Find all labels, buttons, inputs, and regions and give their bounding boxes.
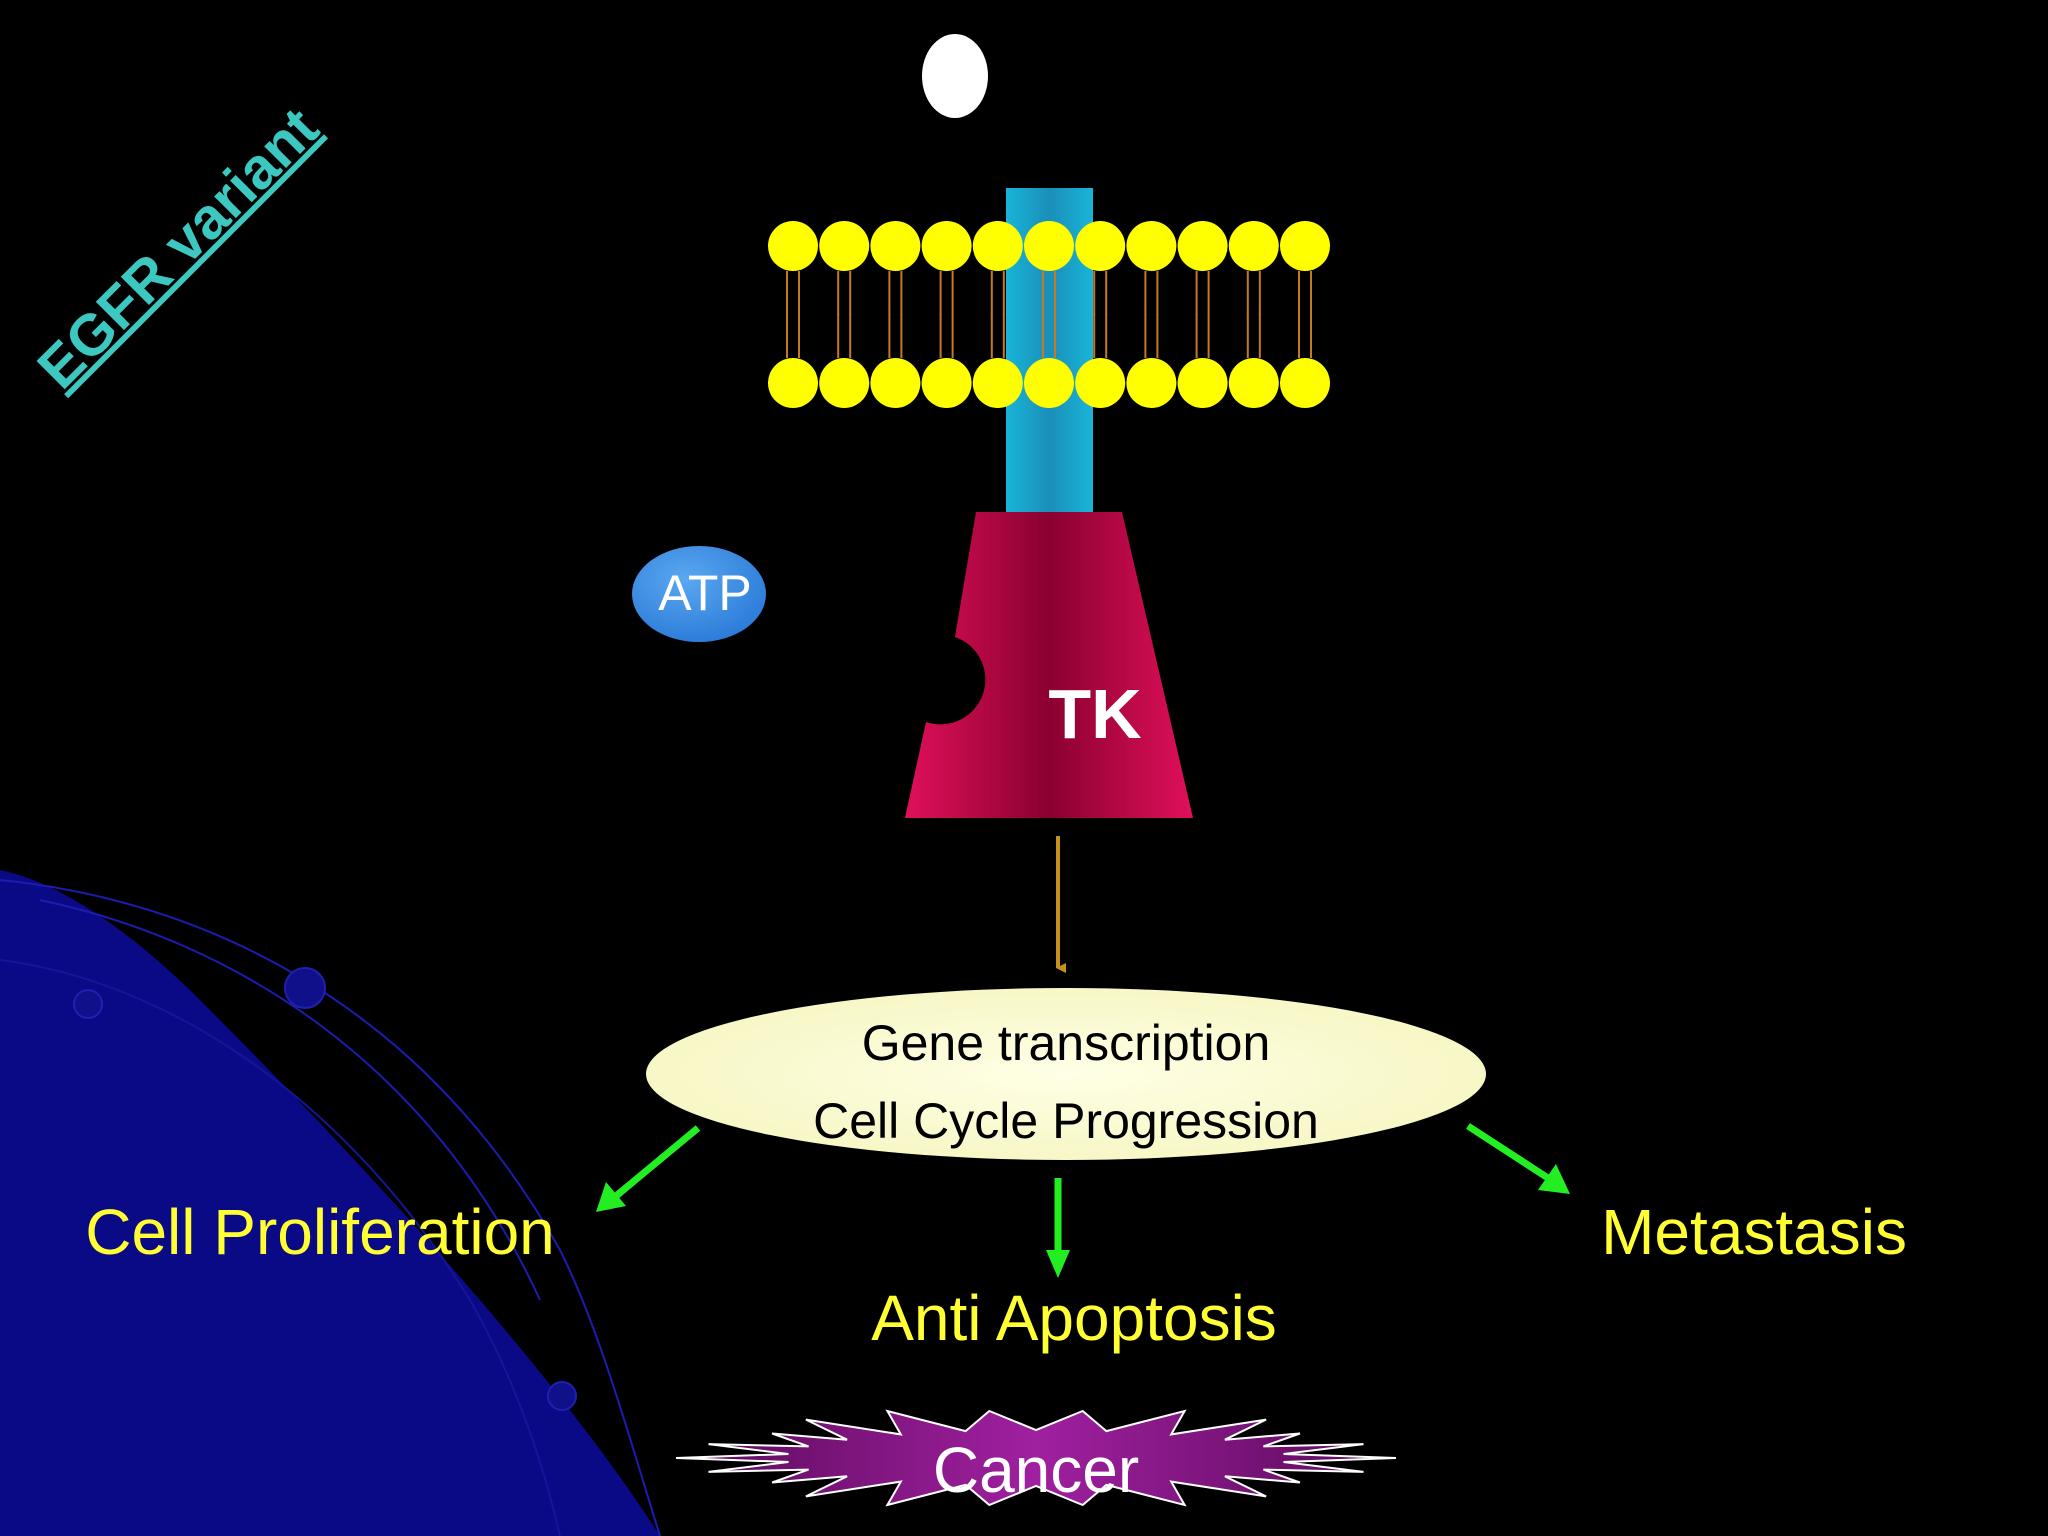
cancer-label: Cancer [933,1434,1139,1506]
lipid-head [1024,358,1074,408]
tk-label: TK [1048,675,1141,753]
nucleus-line-1: Gene transcription [862,1015,1271,1071]
lipid-head [1228,221,1279,271]
lipid-head [972,358,1023,408]
egf-ligand [922,34,988,118]
lipid-head [1075,221,1126,271]
nucleus-line-2: Cell Cycle Progression [813,1093,1319,1149]
tyrosine-kinase-domain: TK [905,512,1193,818]
lipid-head [870,221,921,271]
lipid-head [1280,358,1330,408]
atp-molecule: ATP [632,546,766,642]
phospholipid-bilayer [768,221,1330,408]
outcome-anti-apoptosis: Anti Apoptosis [871,1282,1277,1354]
gene-transcription-node: Gene transcription Cell Cycle Progressio… [646,988,1486,1160]
lipid-head [1075,358,1126,408]
cancer-burst: Cancer [675,1409,1397,1507]
lipid-head [921,221,972,271]
lipid-head [1126,221,1177,271]
atp-label: ATP [658,565,752,621]
outcome-metastasis: Metastasis [1601,1196,1907,1268]
lipid-head [1280,221,1330,271]
outcome-cell-proliferation: Cell Proliferation [85,1196,555,1268]
lipid-head [1228,358,1279,408]
lipid-head [870,358,921,408]
lipid-head [972,221,1023,271]
outcome-arrows [596,1123,1570,1278]
lipid-head [1177,358,1228,408]
arrow-to-metastasis [1466,1123,1570,1194]
arrow-to-proliferation [596,1125,701,1212]
lipid-head [1177,221,1228,271]
lipid-head [1024,221,1074,271]
corner-decoration [0,870,661,1536]
lipid-head [819,221,870,271]
arrow-to-anti-apoptosis [1046,1178,1070,1278]
slide-title: EGFR variant [25,95,331,401]
lipid-head [921,358,972,408]
lipid-head [819,358,870,408]
lipid-head [1126,358,1177,408]
lipid-head [768,358,818,408]
lipid-head [768,221,818,271]
